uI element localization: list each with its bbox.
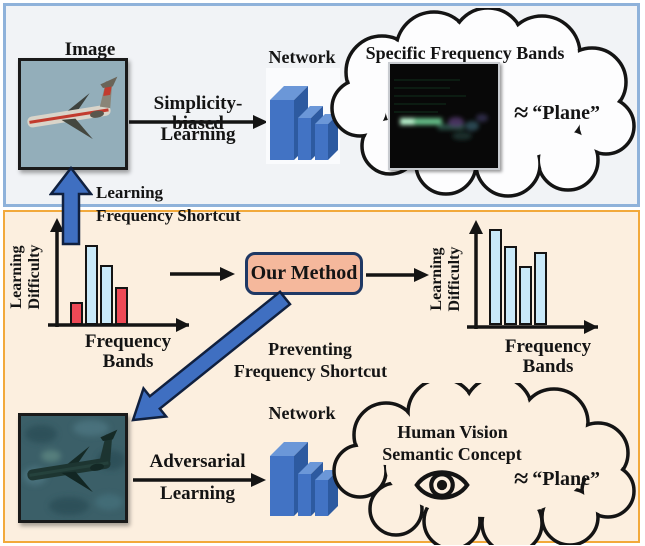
frequency-bands-image [388,62,500,170]
arrow-method-to-chart [366,268,429,282]
bar-chart-before [70,240,182,325]
approx-plane-top: ≈ “Plane” [503,100,611,126]
learning-shortcut-label-line1: Learning [96,183,164,202]
eye-icon [414,470,470,500]
image-label: Image [64,39,116,60]
preventing-label-line1: Preventing [268,339,352,359]
preventing-label-line2: Frequency Shortcut [233,361,388,381]
approx-symbol-top: ≈ [513,98,529,127]
airplane-photo [18,58,128,170]
adversarial-image [18,413,128,523]
bar-chart-after [489,229,559,325]
bar-before-our-method-band-1 [70,302,83,325]
ylabel-after: Learning Difficulty [428,246,463,312]
arrow-image-to-network [129,115,268,129]
frequency-shortcut-up-arrow [49,166,93,246]
bar-before-our-method-band-2 [85,245,98,325]
preventing-shortcut-arrow [131,290,292,422]
adversarial-label-line1: Adversarial [149,451,246,472]
cloud-title-top: Specific Frequency Bands [365,43,565,63]
network-label-top: Network [268,47,336,67]
bar-after-our-method-band-2 [504,246,517,325]
human-vision-label: Human Vision [397,422,508,442]
bar-after-our-method-band-4 [534,252,547,325]
bar-after-our-method-band-1 [489,229,502,325]
chart-axes-before [48,218,189,332]
network-label-bottom: Network [268,403,336,423]
network-icon-top [270,86,338,160]
simplicity-learning-label: Learning [160,124,236,145]
plane-label-top: “Plane” [532,101,601,124]
semantic-concept-label: Semantic Concept [382,444,522,464]
approx-plane-bottom: ≈ “Plane” [503,466,611,492]
arrow-adversarial-to-network [133,473,266,487]
learning-shortcut-label-line2: Frequency Shortcut [96,206,241,225]
plane-label-bottom: “Plane” [532,467,601,490]
approx-symbol-bottom: ≈ [513,464,529,493]
thought-cloud-bottom [332,383,636,545]
our-method-label: Our Method [250,262,358,284]
our-method-box: Our Method [245,252,363,295]
xlabel-before: Frequency Bands [84,331,172,372]
network-icon-bottom [270,442,338,516]
adversarial-illustration [21,416,125,520]
airplane-illustration [21,61,125,167]
arrow-chart-to-method [170,267,235,281]
bar-before-our-method-band-4 [115,287,128,325]
bar-after-our-method-band-3 [519,266,532,325]
bar-before-our-method-band-3 [100,265,113,325]
xlabel-after: Frequency Bands [504,336,592,377]
chart-axes-after [467,220,598,334]
ylabel-before: Learning Difficulty [8,244,43,310]
adversarial-label-line2: Learning [160,483,235,504]
frequency-bands-illustration [390,64,498,168]
